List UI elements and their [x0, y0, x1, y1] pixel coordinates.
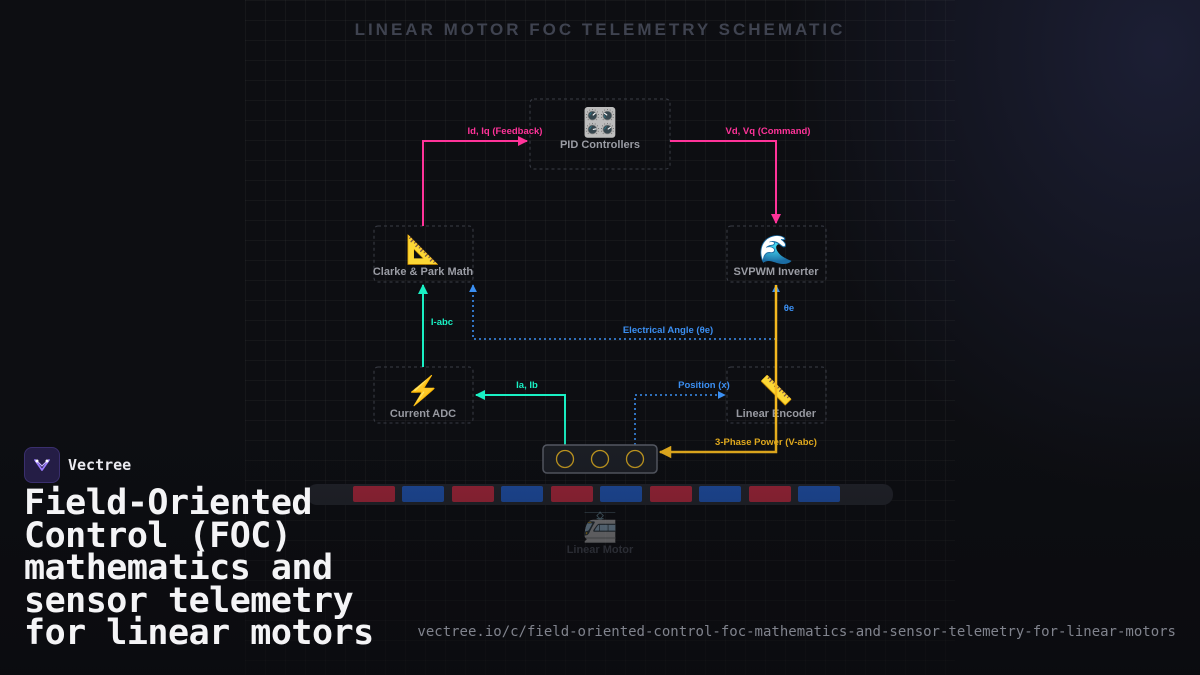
magnet-north [452, 486, 494, 502]
electrical-angle-edge-label: Electrical Angle (θe) [623, 325, 713, 336]
triangular-ruler-icon: 📐 [406, 233, 441, 266]
tram-icon: 🚈 [583, 511, 618, 544]
power-edge [658, 285, 778, 459]
magnet-south [798, 486, 840, 502]
position-edge [634, 391, 726, 445]
lightning-icon: ⚡ [406, 374, 441, 407]
vectree-logo-icon [24, 447, 60, 483]
brand-name: Vectree [68, 456, 132, 474]
motor-node-label: Linear Motor [567, 544, 634, 556]
control-knobs-icon: 🎛️ [583, 106, 618, 139]
command-edge [670, 140, 781, 224]
feedback-edge [422, 136, 528, 226]
position-edge-label: Position (x) [678, 380, 730, 391]
clarke-node-label: Clarke & Park Math [373, 266, 474, 278]
page-headline: Field-Oriented Control (FOC) mathematics… [24, 483, 374, 653]
brand[interactable]: Vectree [24, 447, 131, 483]
iabc-edge-label: I-abc [431, 317, 453, 328]
pid-node-label: PID Controllers [560, 139, 640, 151]
source-url[interactable]: vectree.io/c/field-oriented-control-foc-… [417, 624, 1176, 640]
svpwm-node-label: SVPWM Inverter [734, 266, 820, 278]
magnet-north [749, 486, 791, 502]
iaib-edge-label: Ia, Ib [516, 380, 538, 391]
magnet-north [551, 486, 593, 502]
magnet-south [501, 486, 543, 502]
adc-node-label: Current ADC [390, 408, 456, 420]
magnet-south [699, 486, 741, 502]
wave-icon: 🌊 [759, 233, 794, 265]
theta-e-edge-label: θe [784, 303, 794, 314]
power-edge-label: 3-Phase Power (V-abc) [715, 437, 817, 448]
iaib-edge [475, 390, 566, 445]
magnet-south [600, 486, 642, 502]
command-edge-label: Vd, Vq (Command) [726, 126, 811, 137]
magnet-north [650, 486, 692, 502]
feedback-edge-label: Id, Iq (Feedback) [468, 126, 543, 137]
motor-carriage [542, 444, 658, 474]
